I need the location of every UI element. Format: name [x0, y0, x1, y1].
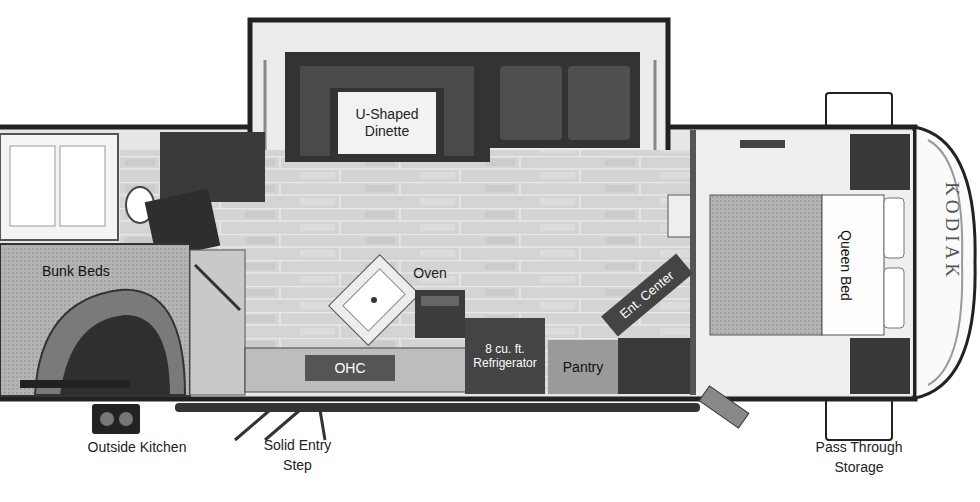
- overhead-cabinet: OHC: [305, 355, 395, 381]
- feature-label: Outside Kitchen: [62, 438, 212, 458]
- queen-bed: Queen Bed: [710, 195, 884, 335]
- room-label: Pantry: [563, 359, 603, 376]
- room-label: Bunk Beds: [42, 263, 110, 280]
- dinette-table: U-Shaped Dinette: [338, 92, 436, 154]
- feature-label: Solid Entry Step: [250, 436, 345, 475]
- appliance-label: Oven: [400, 264, 460, 284]
- pantry-box: Pantry: [548, 340, 618, 394]
- refrigerator-box: 8 cu. ft. Refrigerator: [465, 318, 545, 394]
- room-label: Queen Bed: [837, 230, 854, 301]
- room-label: 8 cu. ft. Refrigerator: [470, 342, 540, 371]
- brand-watermark: KODIAK: [932, 182, 972, 281]
- bunk-bed-area: Bunk Beds: [2, 247, 188, 393]
- feature-label: Pass Through Storage: [798, 438, 920, 477]
- room-label: U-Shaped Dinette: [343, 106, 431, 140]
- room-label: OHC: [334, 360, 365, 377]
